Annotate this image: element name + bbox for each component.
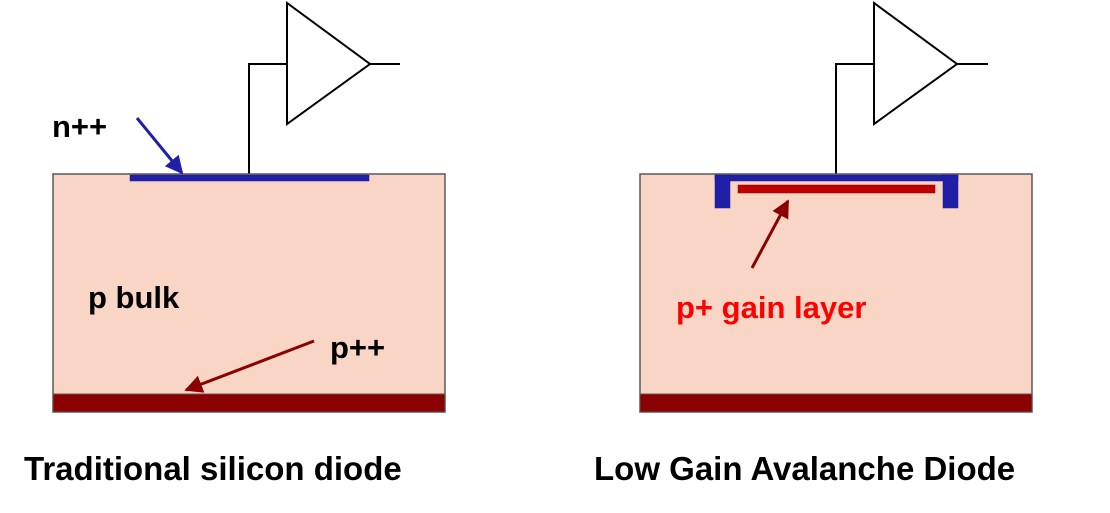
junction-termination-right: [942, 174, 959, 209]
n-plus-plus-implant-left: [129, 174, 370, 182]
lgad-caption: Low Gain Avalanche Diode: [594, 450, 1015, 487]
amplifier-triangle-left: [286, 1, 372, 126]
amplifier-wire-left: [248, 63, 287, 175]
gain-layer-label: p+ gain layer: [676, 290, 866, 325]
n-plus-plus-label: n++: [52, 109, 107, 144]
p-plus-plus-layer-left: [52, 393, 446, 413]
n-plus-plus-arrow: [135, 117, 184, 175]
p-plus-plus-layer-right: [639, 393, 1033, 413]
traditional-diode-caption: Traditional silicon diode: [24, 450, 402, 487]
amplifier-wire-right: [835, 63, 874, 175]
p-bulk-region-right: [639, 173, 1033, 413]
p-bulk-label: p bulk: [88, 280, 180, 315]
gain-layer: [737, 184, 936, 194]
lgad-diode: p+ gain layer Low Gain Avalanche Diode: [594, 1, 1033, 487]
junction-termination-left: [714, 174, 731, 209]
n-plus-plus-implant-right: [714, 174, 959, 182]
p-plus-plus-arrow: [184, 339, 315, 393]
traditional-diode: n++ p bulk p++ Traditional silicon diode: [24, 1, 446, 487]
gain-layer-arrow: [750, 199, 790, 269]
p-plus-plus-label: p++: [330, 330, 385, 365]
amplifier-triangle-right: [873, 1, 959, 126]
